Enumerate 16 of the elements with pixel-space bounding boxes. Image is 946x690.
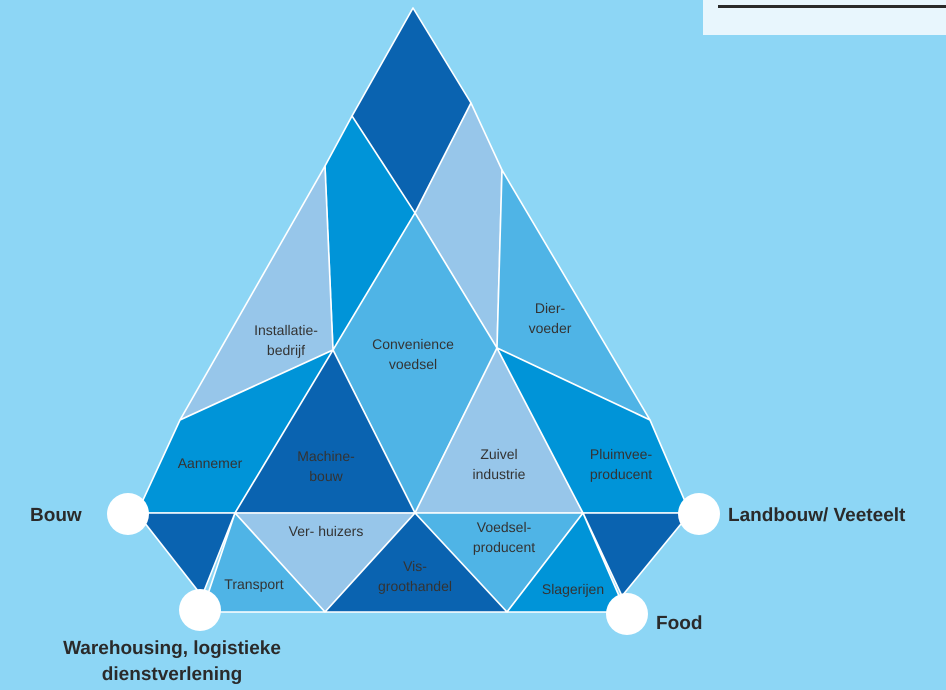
corner-label: Bouw — [30, 504, 83, 528]
segment-label: Dier- voeder — [528, 299, 572, 338]
segment-label: Machine- bouw — [296, 447, 356, 486]
segment-label: Voedsel- producent — [472, 518, 536, 557]
segment-label: Transport — [223, 575, 285, 594]
segment-label: Pluimvee- producent — [588, 445, 654, 484]
segment-label: Vis- groothandel — [377, 557, 453, 596]
corner-label: Landbouw/ Veeteelt — [728, 504, 906, 528]
segment-label: Slagerijen — [540, 580, 606, 599]
segment-label: Installatie- bedrijf — [253, 321, 319, 360]
corner-label: Food — [656, 612, 704, 636]
segment-label: Zuivel industrie — [472, 445, 526, 484]
segment-label: Ver- huizers — [288, 522, 364, 541]
segment-label: Aannemer — [176, 454, 244, 473]
corner-label: Warehousing, logistieke dienstverlening — [62, 637, 282, 687]
segment-label: Convenience voedsel — [371, 335, 455, 374]
